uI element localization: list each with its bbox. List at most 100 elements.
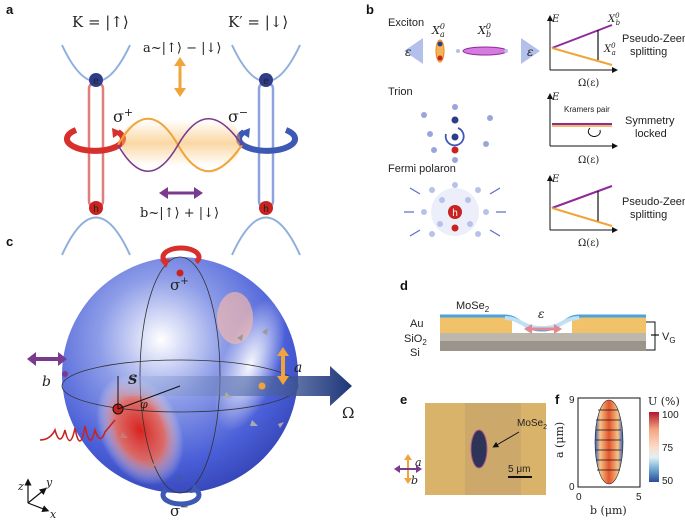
kprime-valence-band	[231, 216, 301, 256]
sigma-plus-arrowhead-icon	[112, 128, 122, 138]
exciton-epsilon-right: ε	[527, 45, 533, 59]
s-vector-line	[117, 385, 181, 410]
optical-pointer-arrow	[492, 431, 520, 448]
b-state-label: b~|↑⟩ + |↓⟩	[140, 206, 219, 221]
polaron-lower-branch	[551, 207, 613, 227]
k-electron	[89, 73, 103, 87]
strain-left-arrowhead-icon	[524, 324, 532, 334]
b-left-arrowhead-icon	[27, 352, 36, 366]
a-arrow-down-icon	[174, 88, 186, 97]
f-field-arrows	[596, 409, 621, 471]
f-ytick-top: 9	[569, 395, 575, 406]
kprime-hole-label: h	[263, 204, 269, 215]
south-pole-dot	[176, 474, 184, 482]
b-arrow-left-icon	[159, 187, 168, 199]
kprime-exciton-link	[257, 80, 275, 210]
kprime-hole	[259, 201, 273, 215]
gate-voltage-label: VG	[662, 331, 676, 345]
sphere-meridian	[139, 256, 221, 494]
laser-pulse-icon	[39, 419, 116, 442]
si-layer	[440, 341, 646, 351]
s-vector-label: S	[128, 373, 137, 388]
f-colorbar-tick-100: 100	[662, 410, 679, 421]
svg-text:h: h	[452, 208, 458, 219]
sigma-plus-label: σ+	[113, 106, 133, 126]
sigma-minus-arrowhead-icon	[240, 128, 250, 138]
sio2-layer	[440, 333, 646, 341]
au-right	[572, 316, 646, 333]
exciton-dot-2	[504, 49, 508, 53]
k-hole-label: h	[93, 204, 99, 215]
k-valence-band	[61, 216, 131, 256]
panel-c-label: c	[6, 234, 13, 249]
panel-f: f 9 0 0 5 a (μm) b (μm) U (%) 100 75 50	[553, 392, 680, 517]
polaron-omega-axis-label: Ω(ε)	[578, 238, 599, 249]
trion-omega-axis-label: Ω(ε)	[578, 155, 599, 166]
exciton-xa-branch	[551, 47, 613, 66]
axis-x-line	[27, 502, 50, 513]
polaron-row-title: Fermi polaron	[388, 163, 456, 175]
e-b-label: b	[411, 474, 418, 487]
north-pole-dot	[176, 269, 184, 277]
f-ytick-bottom: 0	[569, 482, 575, 493]
b-arrow-right-icon	[194, 187, 203, 199]
wave-glow	[122, 120, 240, 166]
phi-label: φ	[140, 398, 148, 411]
omega-arrow	[125, 366, 352, 406]
exciton-row-title: Exciton	[388, 17, 424, 29]
polaron-e-axis-label: E	[551, 174, 560, 185]
trion-locked-text-2: locked	[635, 128, 667, 140]
panel-c: c Ω S → φ σ+ σ− b	[6, 234, 354, 521]
top-sigma-plus-label: σ+	[170, 276, 189, 294]
top-sigma-plus-icon	[160, 245, 202, 264]
polaron-diagram: h	[404, 182, 506, 237]
optical-image-hole	[470, 429, 488, 469]
a-down-arrowhead-icon	[277, 376, 289, 385]
trion-rotation-icon	[444, 127, 465, 147]
strain-label: ε	[538, 307, 544, 321]
au-label: Au	[410, 318, 423, 330]
panel-a: a K = |↑⟩ K′ = |↓⟩ e h e h σ+ σ− a~|↑⟩ −…	[6, 2, 301, 256]
e-b-left-icon	[394, 465, 400, 473]
f-colorbar	[649, 412, 659, 482]
si-label: Si	[410, 347, 420, 359]
panel-f-label: f	[555, 392, 560, 407]
axis-y-line	[27, 487, 47, 504]
gate-wire	[646, 321, 656, 351]
panel-e: e MoSe2 5 μm a b	[394, 392, 547, 495]
trion-e-axis-label: E	[551, 92, 560, 103]
f-colorbar-tick-75: 75	[662, 443, 674, 454]
exciton-xb-branch	[551, 24, 613, 49]
k-electron-label: e	[93, 76, 99, 87]
sio2-label: SiO2	[404, 333, 427, 347]
f-xtick-right: 5	[636, 492, 642, 503]
polaron-splitting-text-2: splitting	[630, 209, 667, 221]
optical-mose2-label: MoSe2	[517, 418, 547, 431]
bottom-sigma-minus-icon	[160, 488, 202, 507]
bottom-sigma-minus-label: σ−	[170, 502, 189, 520]
polaron-splitting-text-1: Pseudo-Zeeman	[622, 196, 685, 208]
axis-z-label: z	[17, 480, 24, 493]
trion-locked-text-1: Symmetry	[625, 115, 675, 127]
b-point-label: b	[42, 374, 51, 390]
b-point-dot	[62, 371, 68, 377]
exciton-e-axis-label: E	[551, 14, 560, 25]
e-b-right-icon	[416, 465, 422, 473]
top-sigma-plus-arrowhead-icon	[160, 259, 170, 268]
f-ellipse-map	[594, 399, 624, 485]
panel-d-label: d	[400, 278, 408, 293]
exciton-xb-dipole	[462, 46, 508, 56]
strain-right-arrowhead-icon	[554, 324, 562, 334]
s-vector-arrow-icon: →	[128, 370, 138, 381]
exciton-electron-dot	[437, 41, 443, 47]
panel-b-label: b	[366, 2, 374, 17]
kprime-valley-label: K′ = |↓⟩	[228, 13, 288, 31]
kprime-electron	[259, 73, 273, 87]
sigma-minus-label: σ−	[228, 106, 248, 126]
